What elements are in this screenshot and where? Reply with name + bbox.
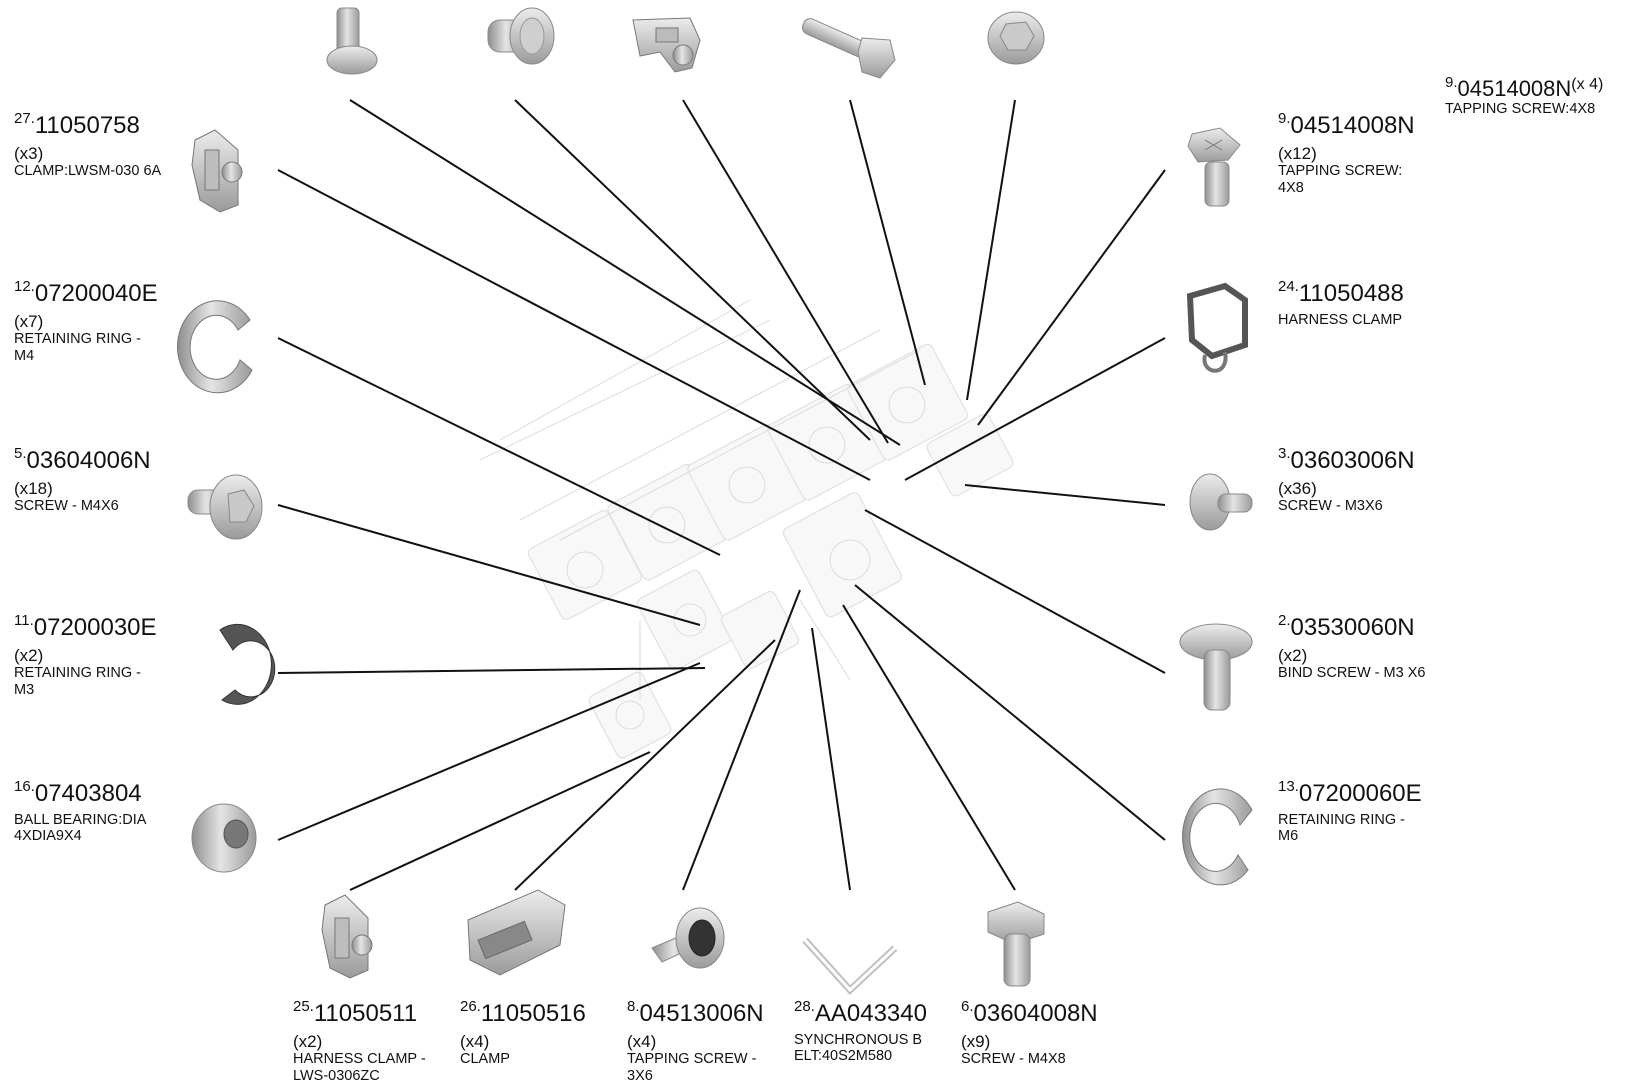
ball-bearing-icon: [191, 803, 257, 873]
part-quantity: (x18): [14, 478, 53, 498]
part-description: SCREW - M3X6: [1278, 498, 1383, 515]
callout-index: 24.: [1278, 278, 1299, 295]
shoulder-screw-icon: [487, 7, 555, 65]
callout-index: 5.: [14, 445, 27, 462]
callout-26: 26.11050516 (x4) CLAMP: [460, 998, 610, 1068]
part-description: HARNESS CLAMP: [1278, 311, 1403, 328]
leader-lines: [277, 99, 1166, 891]
part-quantity: (x2): [293, 1031, 323, 1051]
part-quantity: (x12): [1278, 143, 1317, 163]
part-quantity: (x2): [1278, 645, 1308, 665]
callout-5: 5.03604006N (x18) SCREW - M4X6: [14, 445, 164, 515]
part-number: 04513006N: [639, 1000, 764, 1027]
corner-index: 9.: [1445, 74, 1458, 91]
retaining-ring-m4-icon: [177, 300, 253, 394]
part-description: TAPPING SCREW - 3X6: [627, 1051, 757, 1084]
callout-24: 24.11050488 HARNESS CLAMP: [1278, 278, 1428, 328]
main-assembly: [479, 299, 1014, 759]
part-description: SCREW - M4X6: [14, 498, 119, 515]
nut-icon: [987, 11, 1045, 65]
part-description: CLAMP:LWSM-030 6A: [14, 163, 162, 180]
part-quantity: (x4): [627, 1031, 657, 1051]
tapping-screw-4x8-icon: [1187, 127, 1241, 207]
callout-index: 26.: [460, 998, 481, 1015]
callout-index: 27.: [14, 110, 35, 127]
part-description: HARNESS CLAMP - LWS-0306ZC: [293, 1051, 426, 1084]
part-description: TAPPING SCREW: 4X8: [1278, 163, 1403, 196]
part-number: 11050511: [313, 1000, 418, 1027]
part-number: 07200060E: [1298, 780, 1422, 807]
callout-16: 16.07403804 BALL BEARING:DIA 4XDIA9X4: [14, 778, 164, 845]
callout-index: 28.: [794, 998, 815, 1015]
corner-part-number: 04514008N: [1457, 76, 1572, 101]
part-number: 07200040E: [34, 280, 158, 307]
callout-index: 12.: [14, 278, 35, 295]
part-number: 04514008N: [1290, 112, 1415, 139]
callout-25: 25.11050511 (x2) HARNESS CLAMP - LWS-030…: [293, 998, 443, 1084]
part-quantity: (x3): [14, 143, 44, 163]
part-number: 11050758: [34, 112, 140, 139]
callout-index: 6.: [961, 998, 974, 1015]
part-number: 03604008N: [973, 1000, 1098, 1027]
part-number: 03530060N: [1290, 614, 1415, 641]
part-number: AA043340: [814, 1000, 927, 1027]
screw-m4x8-icon: [987, 901, 1045, 987]
corner-description: TAPPING SCREW:4X8: [1445, 101, 1596, 118]
part-quantity: (x36): [1278, 478, 1317, 498]
clip-icon: [632, 17, 701, 73]
part-quantity: (x2): [14, 645, 44, 665]
callout-index: 25.: [293, 998, 314, 1015]
callout-index: 13.: [1278, 778, 1299, 795]
part-description: RETAINING RING - M4: [14, 331, 142, 364]
callout-index: 3.: [1278, 445, 1291, 462]
part-quantity: (x7): [14, 311, 44, 331]
corner-note: 9.04514008N(x 4) TAPPING SCREW:4X8: [1445, 74, 1631, 118]
callout-index: 2.: [1278, 612, 1291, 629]
part-number: 07200030E: [33, 614, 157, 641]
part-quantity: (x9): [961, 1031, 991, 1051]
callout-index: 16.: [14, 778, 35, 795]
harness-clamp-icon: [1186, 282, 1248, 373]
callout-index: 9.: [1278, 110, 1291, 127]
callout-8: 8.04513006N (x4) TAPPING SCREW - 3X6: [627, 998, 777, 1084]
pin-icon: [326, 7, 378, 75]
part-description: CLAMP: [460, 1051, 510, 1068]
part-description: RETAINING RING - M3: [14, 665, 142, 698]
part-number: 03603006N: [1290, 447, 1415, 474]
tapping-screw-3x6-icon: [651, 907, 725, 969]
retaining-ring-m6-icon: [1182, 788, 1253, 886]
callout-index: 11.: [14, 612, 34, 629]
screw-m3x6-icon: [1189, 473, 1253, 531]
callout-28: 28.AA043340 SYNCHRONOUS B ELT:40S2M580: [794, 998, 944, 1065]
callout-11: 11.07200030E (x2) RETAINING RING - M3: [14, 612, 164, 698]
part-description: BIND SCREW - M3 X6: [1278, 665, 1426, 682]
part-number: 11050516: [480, 1000, 586, 1027]
callout-9: 9.04514008N (x12) TAPPING SCREW: 4X8: [1278, 110, 1428, 196]
part-description: RETAINING RING - M6: [1278, 811, 1406, 845]
callout-13: 13.07200060E RETAINING RING - M6: [1278, 778, 1428, 845]
part-number: 07403804: [34, 780, 142, 807]
screw-m4x6-icon: [187, 474, 263, 540]
callout-3: 3.03603006N (x36) SCREW - M3X6: [1278, 445, 1428, 515]
callout-index: 8.: [627, 998, 640, 1015]
part-quantity: (x4): [460, 1031, 490, 1051]
callout-6: 6.03604008N (x9) SCREW - M4X8: [961, 998, 1111, 1068]
clamp-icon: [467, 889, 566, 976]
synchronous-belt-icon: [802, 937, 898, 995]
retaining-ring-m3-icon: [219, 623, 276, 705]
part-number: 11050488: [1298, 280, 1404, 307]
part-number: 03604006N: [26, 447, 151, 474]
callout-2: 2.03530060N (x2) BIND SCREW - M3 X6: [1278, 612, 1428, 682]
harness-clamp-lws-icon: [321, 894, 373, 979]
callout-12: 12.07200040E (x7) RETAINING RING - M4: [14, 278, 164, 364]
corner-quantity: (x 4): [1571, 76, 1604, 93]
part-description: SYNCHRONOUS B ELT:40S2M580: [794, 1031, 923, 1065]
part-description: BALL BEARING:DIA 4XDIA9X4: [14, 811, 146, 845]
clamp-lwsm-icon: [191, 129, 243, 213]
part-description: SCREW - M4X8: [961, 1051, 1066, 1068]
bind-screw-icon: [1179, 623, 1253, 711]
callout-27: 27.11050758 (x3) CLAMP:LWSM-030 6A: [14, 110, 164, 180]
long-screw-icon: [801, 18, 896, 79]
